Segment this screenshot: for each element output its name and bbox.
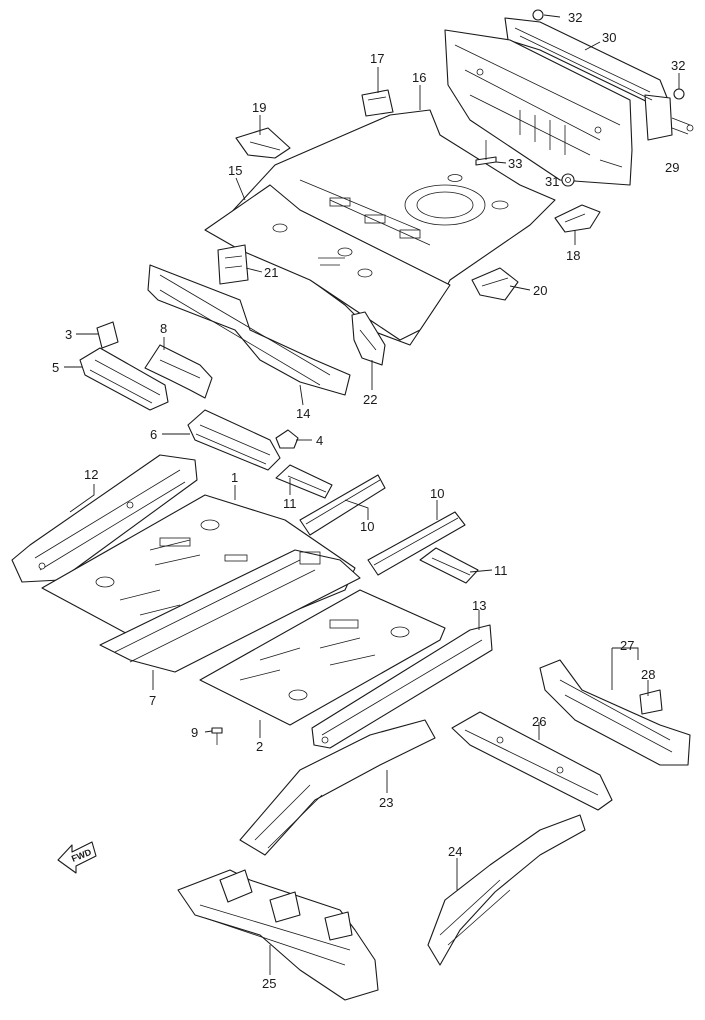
callout-11-upper: 11 — [283, 496, 297, 511]
part-15-rear-floor-side[interactable] — [204, 184, 451, 341]
part-24-frame-member[interactable] — [427, 814, 586, 966]
callout-25: 25 — [262, 976, 276, 991]
callout-11-lower: 11 — [494, 563, 508, 578]
part-26-frame-bracket[interactable] — [451, 711, 613, 811]
callout-17: 17 — [370, 51, 384, 66]
callout-20: 20 — [533, 283, 547, 298]
part-23-frame-member[interactable] — [239, 719, 436, 856]
part-11-bracket-upper[interactable] — [275, 464, 333, 499]
callout-28: 28 — [641, 667, 655, 682]
callout-2: 2 — [256, 739, 263, 754]
part-25-front-frame[interactable] — [177, 869, 379, 1001]
part-2-front-floor-panel[interactable] — [199, 589, 446, 726]
callout-33: 33 — [508, 156, 522, 171]
part-7-center-tunnel[interactable] — [99, 549, 361, 673]
callout-30: 30 — [602, 30, 616, 45]
part-31-nut[interactable] — [561, 173, 575, 187]
part-9-bolt[interactable] — [211, 727, 223, 745]
callout-7: 7 — [149, 693, 156, 708]
callout-4: 4 — [316, 433, 323, 448]
callout-18: 18 — [566, 248, 580, 263]
callout-6: 6 — [150, 427, 157, 442]
part-3-bracket[interactable] — [96, 321, 119, 349]
callout-10-left: 10 — [360, 519, 374, 534]
callout-labels: 32 30 32 29 31 33 16 17 19 15 21 22 18 2… — [52, 10, 685, 991]
callout-27: 27 — [620, 638, 634, 653]
part-8-bracket[interactable] — [144, 344, 213, 399]
callout-13: 13 — [472, 598, 486, 613]
part-19-bracket[interactable] — [235, 127, 291, 159]
part-13-side-member[interactable] — [311, 624, 493, 749]
leader-lines — [64, 14, 680, 975]
part-32-nut-top[interactable] — [532, 9, 544, 21]
callout-29: 29 — [665, 160, 679, 175]
callout-26: 26 — [532, 714, 546, 729]
callout-15: 15 — [228, 163, 242, 178]
part-27-28-rear-side-frame[interactable] — [539, 659, 691, 766]
part-18-bracket[interactable] — [554, 204, 601, 233]
part-10-member-right[interactable] — [367, 511, 466, 576]
callout-10-right: 10 — [430, 486, 444, 501]
callout-5: 5 — [52, 360, 59, 375]
callout-3: 3 — [65, 327, 72, 342]
callout-31: 31 — [545, 174, 559, 189]
part-29-rear-end-panel[interactable] — [444, 29, 633, 186]
part-33-bolt[interactable] — [475, 140, 497, 166]
part-4-bracket[interactable] — [275, 429, 299, 449]
part-11-bracket-lower[interactable] — [419, 547, 479, 584]
part-32-nut-right[interactable] — [673, 88, 685, 100]
callout-22: 22 — [363, 392, 377, 407]
part-30-rear-end-crossmember[interactable] — [504, 17, 694, 141]
callout-32-right: 32 — [671, 58, 685, 73]
fwd-arrow-icon: FWD — [57, 841, 97, 874]
callout-16: 16 — [412, 70, 426, 85]
callout-9: 9 — [191, 725, 198, 740]
callout-32-top: 32 — [568, 10, 582, 25]
part-21-bracket[interactable] — [217, 244, 249, 285]
part-17-bracket[interactable] — [361, 89, 394, 117]
callout-24: 24 — [448, 844, 462, 859]
callout-19: 19 — [252, 100, 266, 115]
part-14-crossmember[interactable] — [147, 264, 351, 396]
callout-21: 21 — [264, 265, 278, 280]
part-5-member[interactable] — [79, 347, 169, 411]
callout-14: 14 — [296, 406, 310, 421]
part-12-side-member[interactable] — [11, 454, 198, 583]
callout-1: 1 — [231, 470, 238, 485]
part-6-crossmember[interactable] — [187, 409, 281, 471]
part-22-bracket[interactable] — [351, 311, 386, 366]
callout-23: 23 — [379, 795, 393, 810]
part-20-bracket[interactable] — [471, 267, 519, 301]
callout-12: 12 — [84, 467, 98, 482]
part-10-member-left[interactable] — [299, 474, 386, 536]
callout-8: 8 — [160, 321, 167, 336]
